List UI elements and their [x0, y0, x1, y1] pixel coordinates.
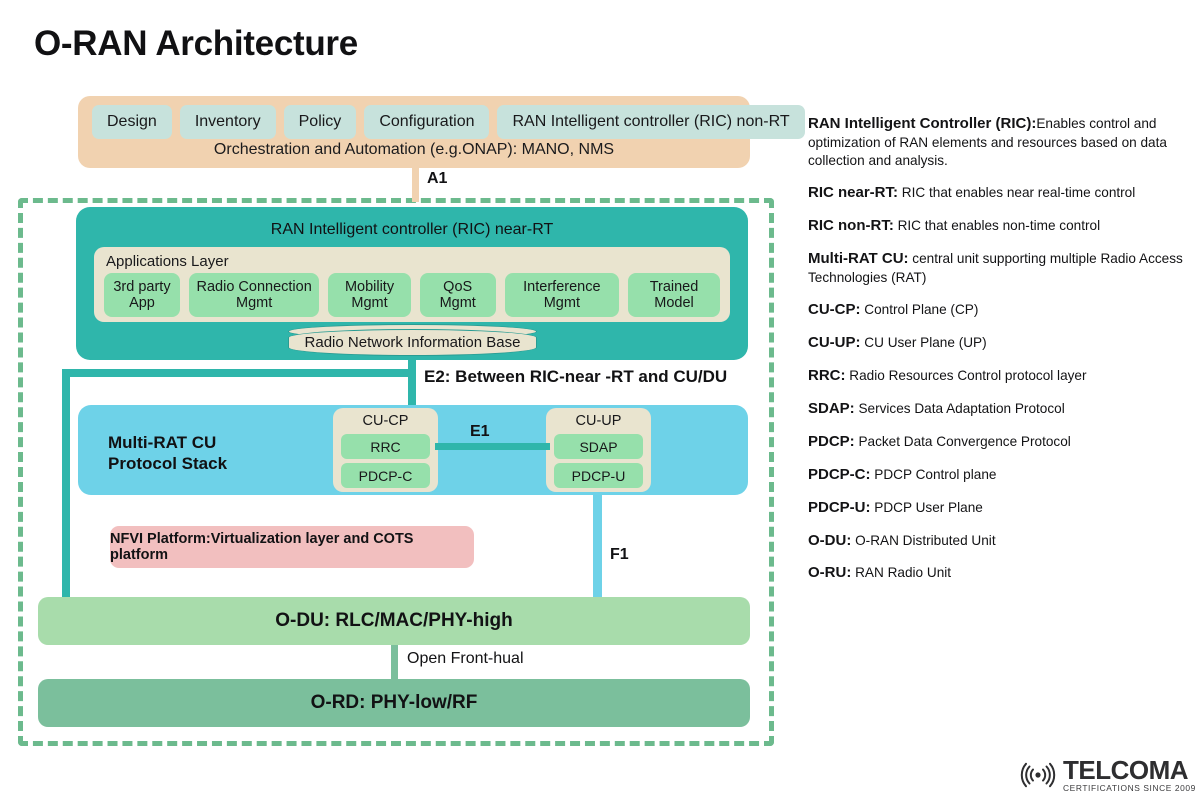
orchestration-pill-group: Design Inventory Policy Configuration RA… [92, 105, 805, 139]
orchestration-caption: Orchestration and Automation (e.g.ONAP):… [213, 141, 615, 158]
f1-label: F1 [610, 546, 629, 563]
page-title: O-RAN Architecture [34, 24, 358, 63]
legend-term: PDCP-C: [808, 465, 871, 483]
pill-ric-non-rt[interactable]: RAN Intelligent controller (RIC) non-RT [497, 105, 805, 139]
legend-item: CU-CP: Control Plane (CP) [808, 300, 1194, 320]
legend-item: CU-UP: CU User Plane (UP) [808, 333, 1194, 353]
o-rd-block: O-RD: PHY-low/RF [38, 679, 750, 727]
legend-item: PDCP-U: PDCP User Plane [808, 498, 1194, 518]
legend-term: O-DU: [808, 531, 852, 549]
legend-definition: Radio Resources Control protocol layer [845, 367, 1087, 383]
legend-term: CU-CP: [808, 300, 861, 318]
legend-definition: O-RAN Distributed Unit [851, 532, 996, 548]
legend-term: PDCP-U: [808, 498, 871, 516]
protocol-rrc[interactable]: RRC [341, 434, 430, 459]
cu-cp-title: CU-CP [362, 413, 409, 429]
nfvi-platform-block: NFVI Platform:Virtualization layer and C… [110, 526, 474, 568]
app-trained-model[interactable]: Trained Model [628, 273, 720, 317]
telcoma-logo: TELCOMA CERTIFICATIONS SINCE 2009 [1018, 757, 1196, 792]
multi-rat-cu-block: Multi-RAT CU Protocol Stack CU-CP RRC PD… [78, 405, 748, 495]
a1-label: A1 [427, 170, 448, 187]
orchestration-automation-block: Design Inventory Policy Configuration RA… [78, 96, 805, 168]
legend-term: RAN Intelligent Controller (RIC): [808, 115, 1037, 132]
open-fronthaul-connector-line [391, 645, 398, 679]
logo-tagline: CERTIFICATIONS SINCE 2009 [1063, 783, 1196, 793]
e2-connector-vertical [62, 369, 70, 602]
pill-design[interactable]: Design [92, 105, 172, 139]
legend-term: Multi-RAT CU: [808, 249, 909, 267]
legend-definition: PDCP User Plane [870, 499, 983, 515]
legend-item: SDAP: Services Data Adaptation Protocol [808, 399, 1194, 419]
protocol-sdap[interactable]: SDAP [554, 434, 643, 459]
o-du-block: O-DU: RLC/MAC/PHY-high [38, 597, 750, 645]
legend-term: O-RU: [808, 564, 852, 582]
legend-item: PDCP: Packet Data Convergence Protocol [808, 432, 1194, 452]
app-radio-connection-mgmt[interactable]: Radio Connection Mgmt [188, 273, 320, 317]
app-qos-mgmt[interactable]: QoS Mgmt [419, 273, 496, 317]
legend-definition: RIC that enables near real-time control [898, 185, 1136, 201]
legend-item: O-DU: O-RAN Distributed Unit [808, 531, 1194, 551]
pill-configuration[interactable]: Configuration [364, 105, 490, 139]
legend-definition: CU User Plane (UP) [860, 334, 987, 350]
legend-definition: central unit supporting multiple Radio A… [808, 250, 1183, 285]
logo-name: TELCOMA [1063, 755, 1189, 785]
logo-text: TELCOMA CERTIFICATIONS SINCE 2009 [1063, 757, 1196, 792]
ric-near-rt-title: RAN Intelligent controller (RIC) near-RT [270, 221, 554, 238]
protocol-pdcp-u[interactable]: PDCP-U [554, 463, 643, 488]
signal-waves-icon [1020, 762, 1056, 787]
legend-term: PDCP: [808, 432, 855, 450]
oran-dashed-boundary [18, 198, 774, 746]
app-interference-mgmt[interactable]: Interference Mgmt [504, 273, 620, 317]
legend-item: PDCP-C: PDCP Control plane [808, 465, 1194, 485]
a1-connector-line [412, 168, 419, 202]
e2-label: E2: Between RIC-near -RT and CU/DU [424, 367, 728, 386]
legend-term: RIC near-RT: [808, 184, 899, 202]
legend-definition: Enables control and optimization of RAN … [808, 116, 1167, 169]
legend-item: RRC: Radio Resources Control protocol la… [808, 366, 1194, 386]
applications-row: 3rd party App Radio Connection Mgmt Mobi… [104, 273, 720, 317]
legend-definition: RAN Radio Unit [851, 565, 952, 581]
radio-network-information-base: Radio Network Information Base [288, 329, 537, 356]
f1-connector-line [593, 494, 602, 598]
legend-term: RRC: [808, 366, 846, 384]
cu-up-group: CU-UP SDAP PDCP-U [546, 408, 651, 492]
cu-cp-group: CU-CP RRC PDCP-C [333, 408, 438, 492]
e1-connector-line [435, 443, 550, 450]
e2-connector-horizontal [62, 369, 412, 377]
applications-layer-label: Applications Layer [106, 253, 229, 270]
legend-item: RIC near-RT: RIC that enables near real-… [808, 183, 1194, 203]
legend-definition: RIC that enables non-time control [893, 218, 1101, 234]
legend-item: RIC non-RT: RIC that enables non-time co… [808, 216, 1194, 236]
pill-inventory[interactable]: Inventory [179, 105, 276, 139]
legend-term: SDAP: [808, 399, 855, 417]
cu-up-title: CU-UP [575, 413, 622, 429]
legend-item: RAN Intelligent Controller (RIC):Enables… [808, 114, 1194, 170]
legend-term: CU-UP: [808, 333, 861, 351]
e1-label: E1 [470, 423, 490, 440]
legend-item: O-RU: RAN Radio Unit [808, 563, 1194, 583]
pill-policy[interactable]: Policy [283, 105, 357, 139]
open-fronthaul-label: Open Front-hual [407, 650, 524, 667]
legend-definition: Packet Data Convergence Protocol [854, 433, 1071, 449]
app-mobility-mgmt[interactable]: Mobility Mgmt [328, 273, 411, 317]
protocol-pdcp-c[interactable]: PDCP-C [341, 463, 430, 488]
legend-definition: Services Data Adaptation Protocol [854, 400, 1065, 416]
legend-definition: Control Plane (CP) [860, 301, 979, 317]
app-third-party[interactable]: 3rd party App [104, 273, 180, 317]
legend-term: RIC non-RT: [808, 217, 894, 235]
e2-connector-stem [408, 356, 416, 408]
multi-rat-cu-title: Multi-RAT CU Protocol Stack [108, 433, 228, 474]
legend-definition: PDCP Control plane [870, 466, 997, 482]
legend-item: Multi-RAT CU: central unit supporting mu… [808, 249, 1194, 287]
applications-layer-panel: Applications Layer 3rd party App Radio C… [94, 247, 730, 322]
legend-panel: RAN Intelligent Controller (RIC):Enables… [808, 114, 1194, 596]
